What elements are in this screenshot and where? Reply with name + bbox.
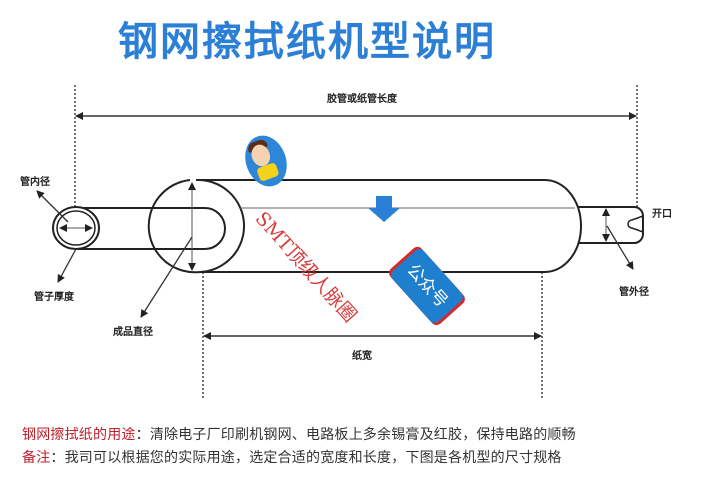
- label-inner-diameter: 管内径: [20, 177, 50, 188]
- usage-text: 清除电子厂印刷机钢网、电路板上多余锡膏及红胶，保持电路的顺畅: [149, 427, 576, 443]
- label-finished-diameter: 成品直径: [113, 327, 153, 338]
- leader-arrows: [36, 190, 634, 318]
- label-paper-width: 纸宽: [352, 351, 372, 362]
- label-tube-length: 胶管或纸管长度: [327, 94, 397, 105]
- note-text: 我司可以根据您的实际用途，选定合适的宽度和长度，下图是各机型的尺寸规格: [64, 450, 562, 466]
- usage-key: 钢网擦拭纸的用途: [22, 427, 136, 443]
- footer-note: 备注：我司可以根据您的实际用途，选定合适的宽度和长度，下图是各机型的尺寸规格: [22, 450, 562, 466]
- note-key: 备注: [22, 450, 51, 466]
- footer-usage: 钢网擦拭纸的用途：清除电子厂印刷机钢网、电路板上多余锡膏及红胶，保持电路的顺畅: [22, 427, 576, 443]
- label-outer-diameter: 管外径: [619, 287, 649, 298]
- label-tube-thickness: 管子厚度: [34, 292, 74, 303]
- down-arrow-icon: [368, 196, 400, 222]
- label-opening: 开口: [652, 209, 672, 220]
- roll-body: [75, 178, 644, 274]
- page-title: 钢网擦拭纸机型说明: [118, 19, 496, 65]
